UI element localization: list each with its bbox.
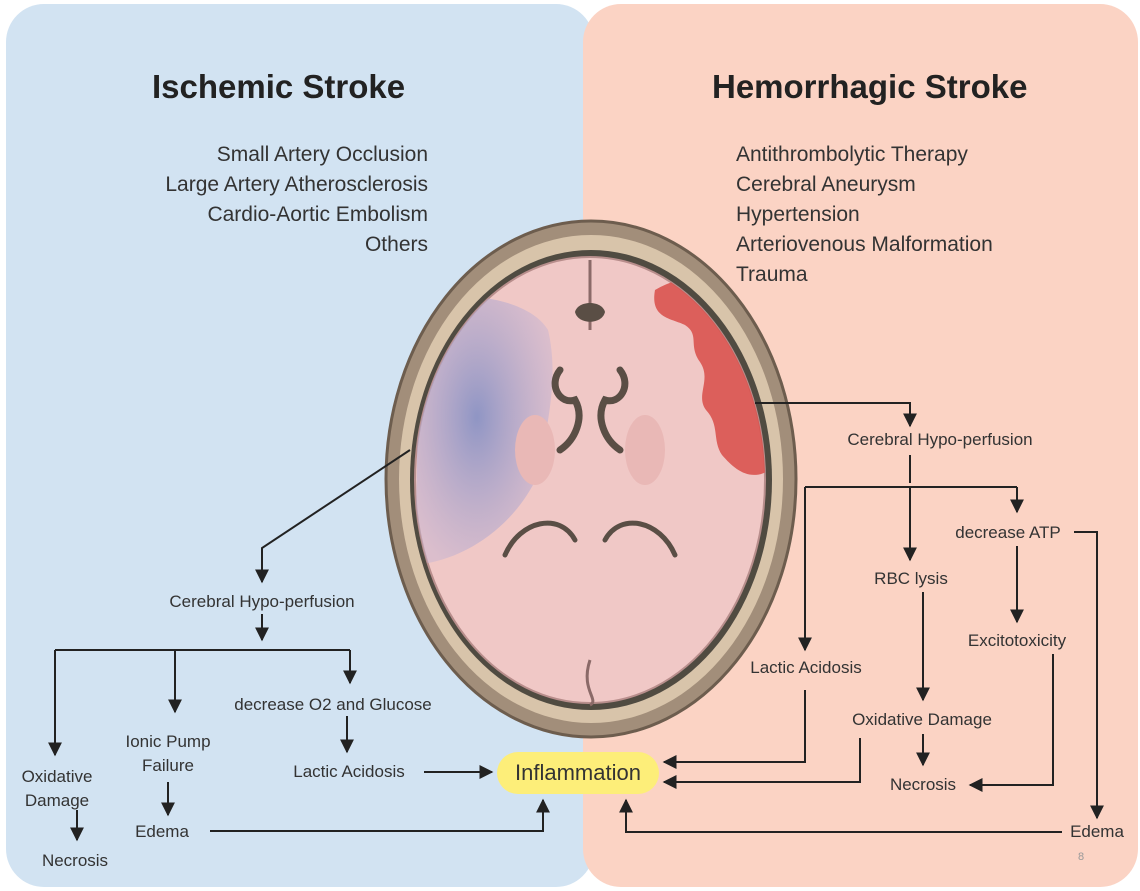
page-number: 8 <box>1078 851 1084 863</box>
ischemic-edema-label: Edema <box>135 822 189 842</box>
hemorrhagic-necrosis-label: Necrosis <box>890 775 956 795</box>
ischemic-necrosis-label: Necrosis <box>42 851 108 871</box>
hemorrhagic-lactic-acidosis-label: Lactic Acidosis <box>750 658 862 678</box>
ischemic-hypoperfusion-label: Cerebral Hypo-perfusion <box>169 592 354 612</box>
hemorrhagic-edema-label: Edema <box>1070 822 1124 842</box>
hemorrhagic-hypoperfusion-label: Cerebral Hypo-perfusion <box>847 430 1032 450</box>
hemorrhagic-oxidative-damage-label: Oxidative Damage <box>852 710 992 730</box>
ischemic-oxidative-damage-label: Oxidative Damage <box>22 765 93 813</box>
brain-illustration <box>386 221 796 737</box>
right-basal-ganglia <box>625 415 665 485</box>
ischemic-lactic-acidosis-label: Lactic Acidosis <box>293 762 405 782</box>
inflammation-label: Inflammation <box>515 760 641 786</box>
hemorrhagic-decrease-atp-label: decrease ATP <box>955 523 1061 543</box>
ischemic-decrease-o2-label: decrease O2 and Glucose <box>234 695 432 715</box>
left-basal-ganglia <box>515 415 555 485</box>
hemorrhagic-excitotoxicity-label: Excitotoxicity <box>968 631 1066 651</box>
ischemic-ionic-pump-label: Ionic Pump Failure <box>125 730 210 778</box>
hemorrhagic-rbc-lysis-label: RBC lysis <box>874 569 948 589</box>
